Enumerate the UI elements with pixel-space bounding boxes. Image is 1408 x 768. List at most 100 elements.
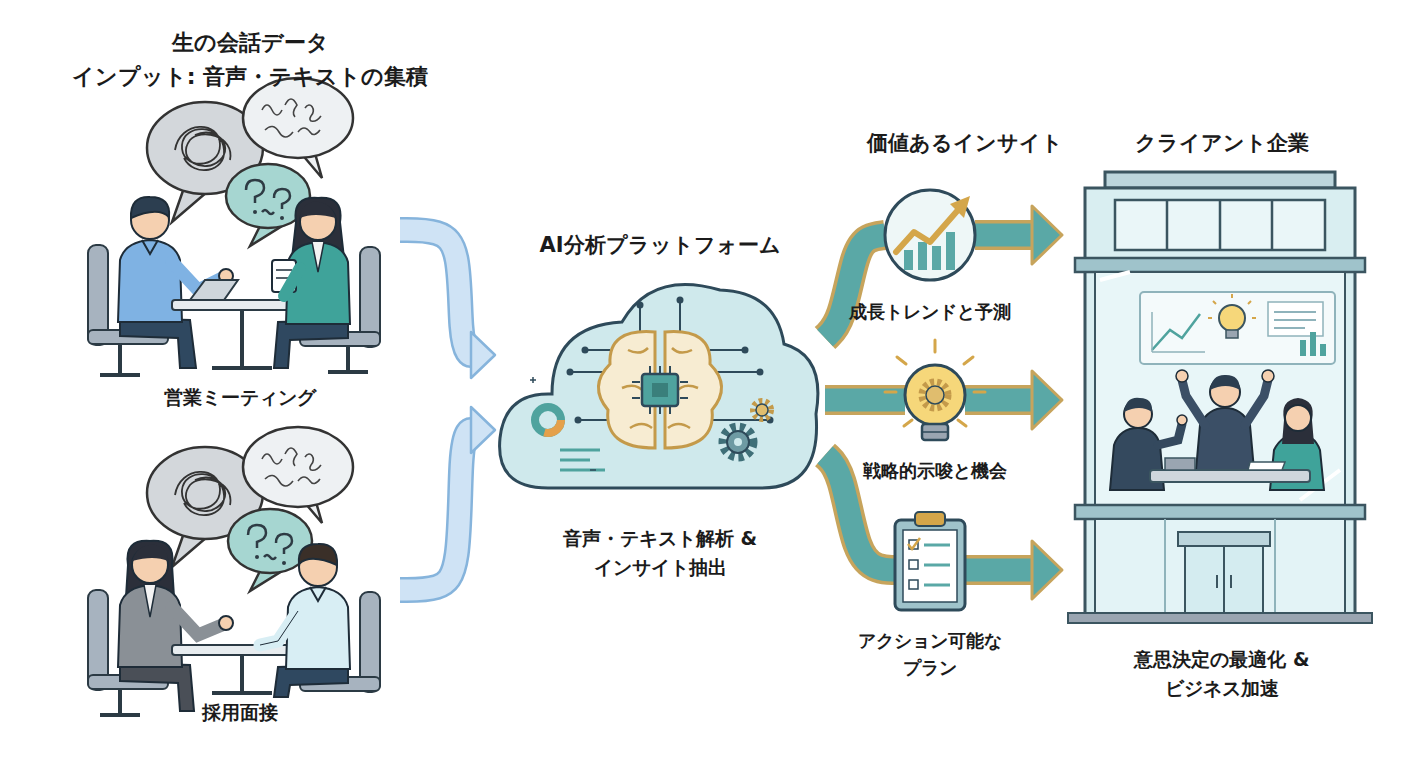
arrow-head	[1032, 206, 1062, 264]
lightbulb-icon	[926, 386, 944, 404]
meeting-illustration	[312, 242, 324, 272]
flow-arrow	[975, 206, 1062, 264]
arrow-head	[1032, 371, 1062, 429]
client-building-illustration	[1075, 505, 1365, 519]
arrow-body	[400, 430, 471, 590]
client-building-illustration	[1248, 462, 1285, 470]
interview-illustration	[248, 525, 292, 559]
client-building-illustration	[1068, 613, 1372, 623]
growth-chart-icon	[896, 210, 958, 252]
client-building-illustration	[1150, 470, 1310, 482]
interview-illustration	[132, 545, 168, 561]
interview-illustration	[212, 655, 272, 693]
flow-arrow	[825, 400, 905, 401]
growth-chart-icon	[904, 250, 913, 270]
client-building-illustration	[1115, 200, 1325, 250]
column-heading: インプット: 音声・テキストの集積	[30, 60, 470, 93]
arrow-outline	[825, 385, 905, 415]
platform-cloud: AI分析プラットフォーム音声・テキスト解析 &インサイト抽出	[495, 228, 825, 598]
insight-icon: 成長トレンドと予測	[885, 190, 975, 330]
meeting-illustration	[328, 346, 368, 372]
clipboard-icon	[909, 580, 918, 589]
meeting-illustration	[100, 344, 140, 375]
interview-illustration	[282, 561, 286, 565]
meeting-illustration	[190, 280, 238, 300]
client-building-illustration	[1105, 172, 1335, 188]
meeting-illustration	[280, 216, 284, 220]
client-building-illustration	[1068, 172, 1372, 623]
interview-illustration	[255, 555, 259, 559]
meeting-illustration	[262, 99, 321, 137]
arrow-body	[975, 224, 1032, 247]
client-building-illustration	[1282, 398, 1314, 444]
ai-cloud-illustration	[742, 347, 749, 354]
ai-cloud-illustration	[632, 366, 688, 414]
ai-cloud-illustration	[756, 404, 768, 416]
ai-cloud-illustration	[500, 284, 818, 488]
client-building-illustration	[1176, 370, 1188, 382]
client-building-illustration	[1165, 519, 1275, 614]
clipboard-icon	[909, 560, 918, 569]
flow-arrow	[825, 235, 885, 338]
arrow-outline	[825, 235, 885, 338]
client-building-illustration	[1310, 332, 1316, 356]
clipboard-icon	[924, 545, 950, 585]
client-building-illustration	[1075, 258, 1365, 272]
client-building-illustration	[1095, 519, 1345, 614]
insight-icon: 戦略的示唆と機会	[905, 355, 965, 485]
client-building-illustration	[1152, 312, 1205, 352]
clipboard-icon	[908, 538, 920, 549]
lightbulb-icon	[922, 382, 948, 408]
growth-chart-icon	[885, 190, 975, 280]
ai-cloud-illustration	[637, 302, 644, 309]
flow-arrow	[965, 371, 1062, 429]
ai-cloud-illustration	[734, 438, 742, 446]
arrow-body	[825, 235, 885, 338]
meeting-illustration	[300, 202, 336, 218]
arrow-body	[965, 559, 1032, 582]
client-building-illustration	[1268, 302, 1323, 336]
meeting-illustration	[243, 78, 353, 158]
client-building-illustration	[1262, 370, 1274, 382]
arrow-head	[1032, 541, 1062, 599]
node-label: 戦略的示唆と機会	[830, 457, 1040, 484]
clipboard-icon	[915, 512, 945, 526]
arrow-outline	[965, 555, 1032, 585]
arrow-outline	[400, 430, 471, 590]
client-building-illustration	[1320, 344, 1326, 356]
client-building-illustration	[1177, 415, 1187, 425]
arrow-head	[471, 332, 495, 378]
node-label: 営業ミーティング	[80, 383, 400, 412]
client-building-illustration	[1178, 532, 1270, 546]
ai-cloud-illustration	[753, 401, 771, 419]
interview-illustration	[260, 611, 298, 645]
lightbulb-icon	[885, 340, 985, 440]
interview-illustration	[299, 544, 337, 565]
arrow-outline	[975, 220, 1032, 250]
interview-illustration	[88, 427, 380, 715]
ai-cloud-illustration	[727, 431, 749, 453]
growth-chart-icon	[932, 246, 941, 270]
section-heading: 価値あるインサイト	[845, 128, 1085, 160]
ai-cloud-illustration	[757, 369, 764, 376]
meeting-illustration	[175, 127, 230, 170]
interview-illustration	[219, 616, 233, 630]
scene-node: 採用面接	[80, 440, 400, 730]
flow-arrow	[965, 541, 1062, 599]
interview-illustration	[175, 472, 230, 515]
arrow-outline	[400, 230, 471, 355]
interview-illustration	[260, 544, 380, 697]
node-label: 成長トレンドと予測	[825, 298, 1035, 325]
interview-illustration	[310, 587, 326, 601]
client-building-illustration	[1185, 546, 1263, 614]
node-label: クライアント企業	[1062, 128, 1382, 160]
client-building-illustration	[1217, 546, 1231, 614]
meeting-illustration	[212, 310, 272, 368]
client-building-illustration	[1167, 200, 1272, 250]
ai-cloud-illustration	[582, 347, 589, 354]
interview-illustration	[172, 607, 222, 635]
meeting-illustration	[88, 78, 380, 375]
client-building-illustration	[1210, 375, 1240, 390]
